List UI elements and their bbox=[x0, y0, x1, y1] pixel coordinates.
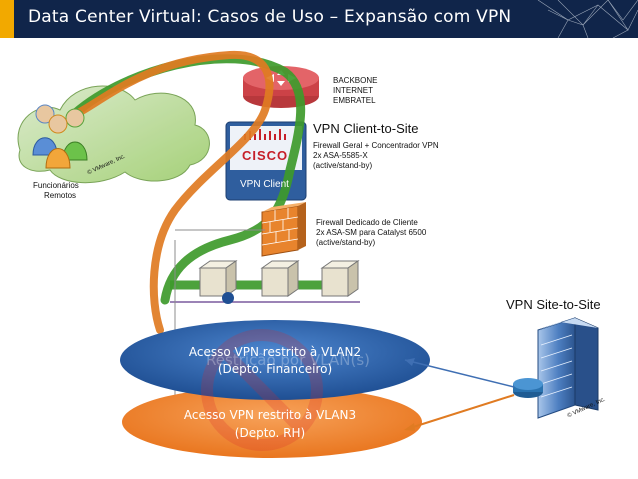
remote-users-label-1: Funcionários bbox=[33, 181, 79, 190]
vlan2-zone bbox=[120, 320, 430, 400]
office-building-icon bbox=[537, 317, 599, 419]
vlan-restriction-watermark: Restrição por VLAN(s) bbox=[206, 351, 370, 369]
site-to-vlan3-arrow bbox=[409, 394, 515, 429]
server-icon bbox=[260, 260, 300, 297]
vlan2-label-2: (Depto. Financeiro) bbox=[217, 362, 333, 376]
site-router-icon bbox=[513, 378, 543, 398]
backbone-label-1: BACKBONE bbox=[333, 76, 378, 85]
vlan3-label-2: (Depto. RH) bbox=[234, 426, 306, 440]
server-icon bbox=[198, 260, 238, 304]
customer-firewall-line-2: 2x ASA-SM para Catalyst 6500 bbox=[316, 228, 427, 237]
backbone-label-2: INTERNET bbox=[333, 86, 373, 95]
customer-firewall-icon bbox=[261, 202, 306, 257]
site-to-vlan2-arrow bbox=[404, 359, 515, 388]
vpn-client-line-2: 2x ASA-5585-X bbox=[313, 151, 368, 160]
vlan3-zone bbox=[122, 386, 422, 458]
backbone-label-3: EMBRATEL bbox=[333, 96, 376, 105]
remote-users-label-2: Remotos bbox=[44, 191, 77, 200]
polygon-decoration bbox=[537, 0, 638, 38]
vlan3-label-1: Acesso VPN restrito à VLAN3 bbox=[183, 408, 357, 422]
title-bar: Data Center Virtual: Casos de Uso – Expa… bbox=[0, 0, 638, 38]
page-title: Data Center Virtual: Casos de Uso – Expa… bbox=[28, 7, 512, 27]
restricted-sign-icon bbox=[201, 329, 323, 451]
vpn-client-to-site-heading: VPN Client-to-Site bbox=[313, 121, 419, 136]
vpn-client-line-3: (active/stand-by) bbox=[313, 161, 373, 170]
customer-firewall-line-1: Firewall Dedicado de Cliente bbox=[316, 218, 418, 227]
vpn-client-line-1: Firewall Geral + Concentrador VPN bbox=[313, 141, 439, 150]
vpn-site-to-site-heading: VPN Site-to-Site bbox=[506, 297, 601, 312]
title-accent bbox=[0, 0, 14, 38]
vpn-client-badge: VPN Client bbox=[240, 179, 289, 190]
cisco-logo-text: CISCO bbox=[242, 148, 289, 163]
remote-users-icon bbox=[30, 100, 90, 170]
customer-firewall-line-3: (active/stand-by) bbox=[316, 238, 376, 247]
orange-vpn-path bbox=[76, 50, 274, 334]
vlan2-label-1: Acesso VPN restrito à VLAN2 bbox=[188, 345, 362, 359]
server-icon bbox=[320, 260, 360, 297]
